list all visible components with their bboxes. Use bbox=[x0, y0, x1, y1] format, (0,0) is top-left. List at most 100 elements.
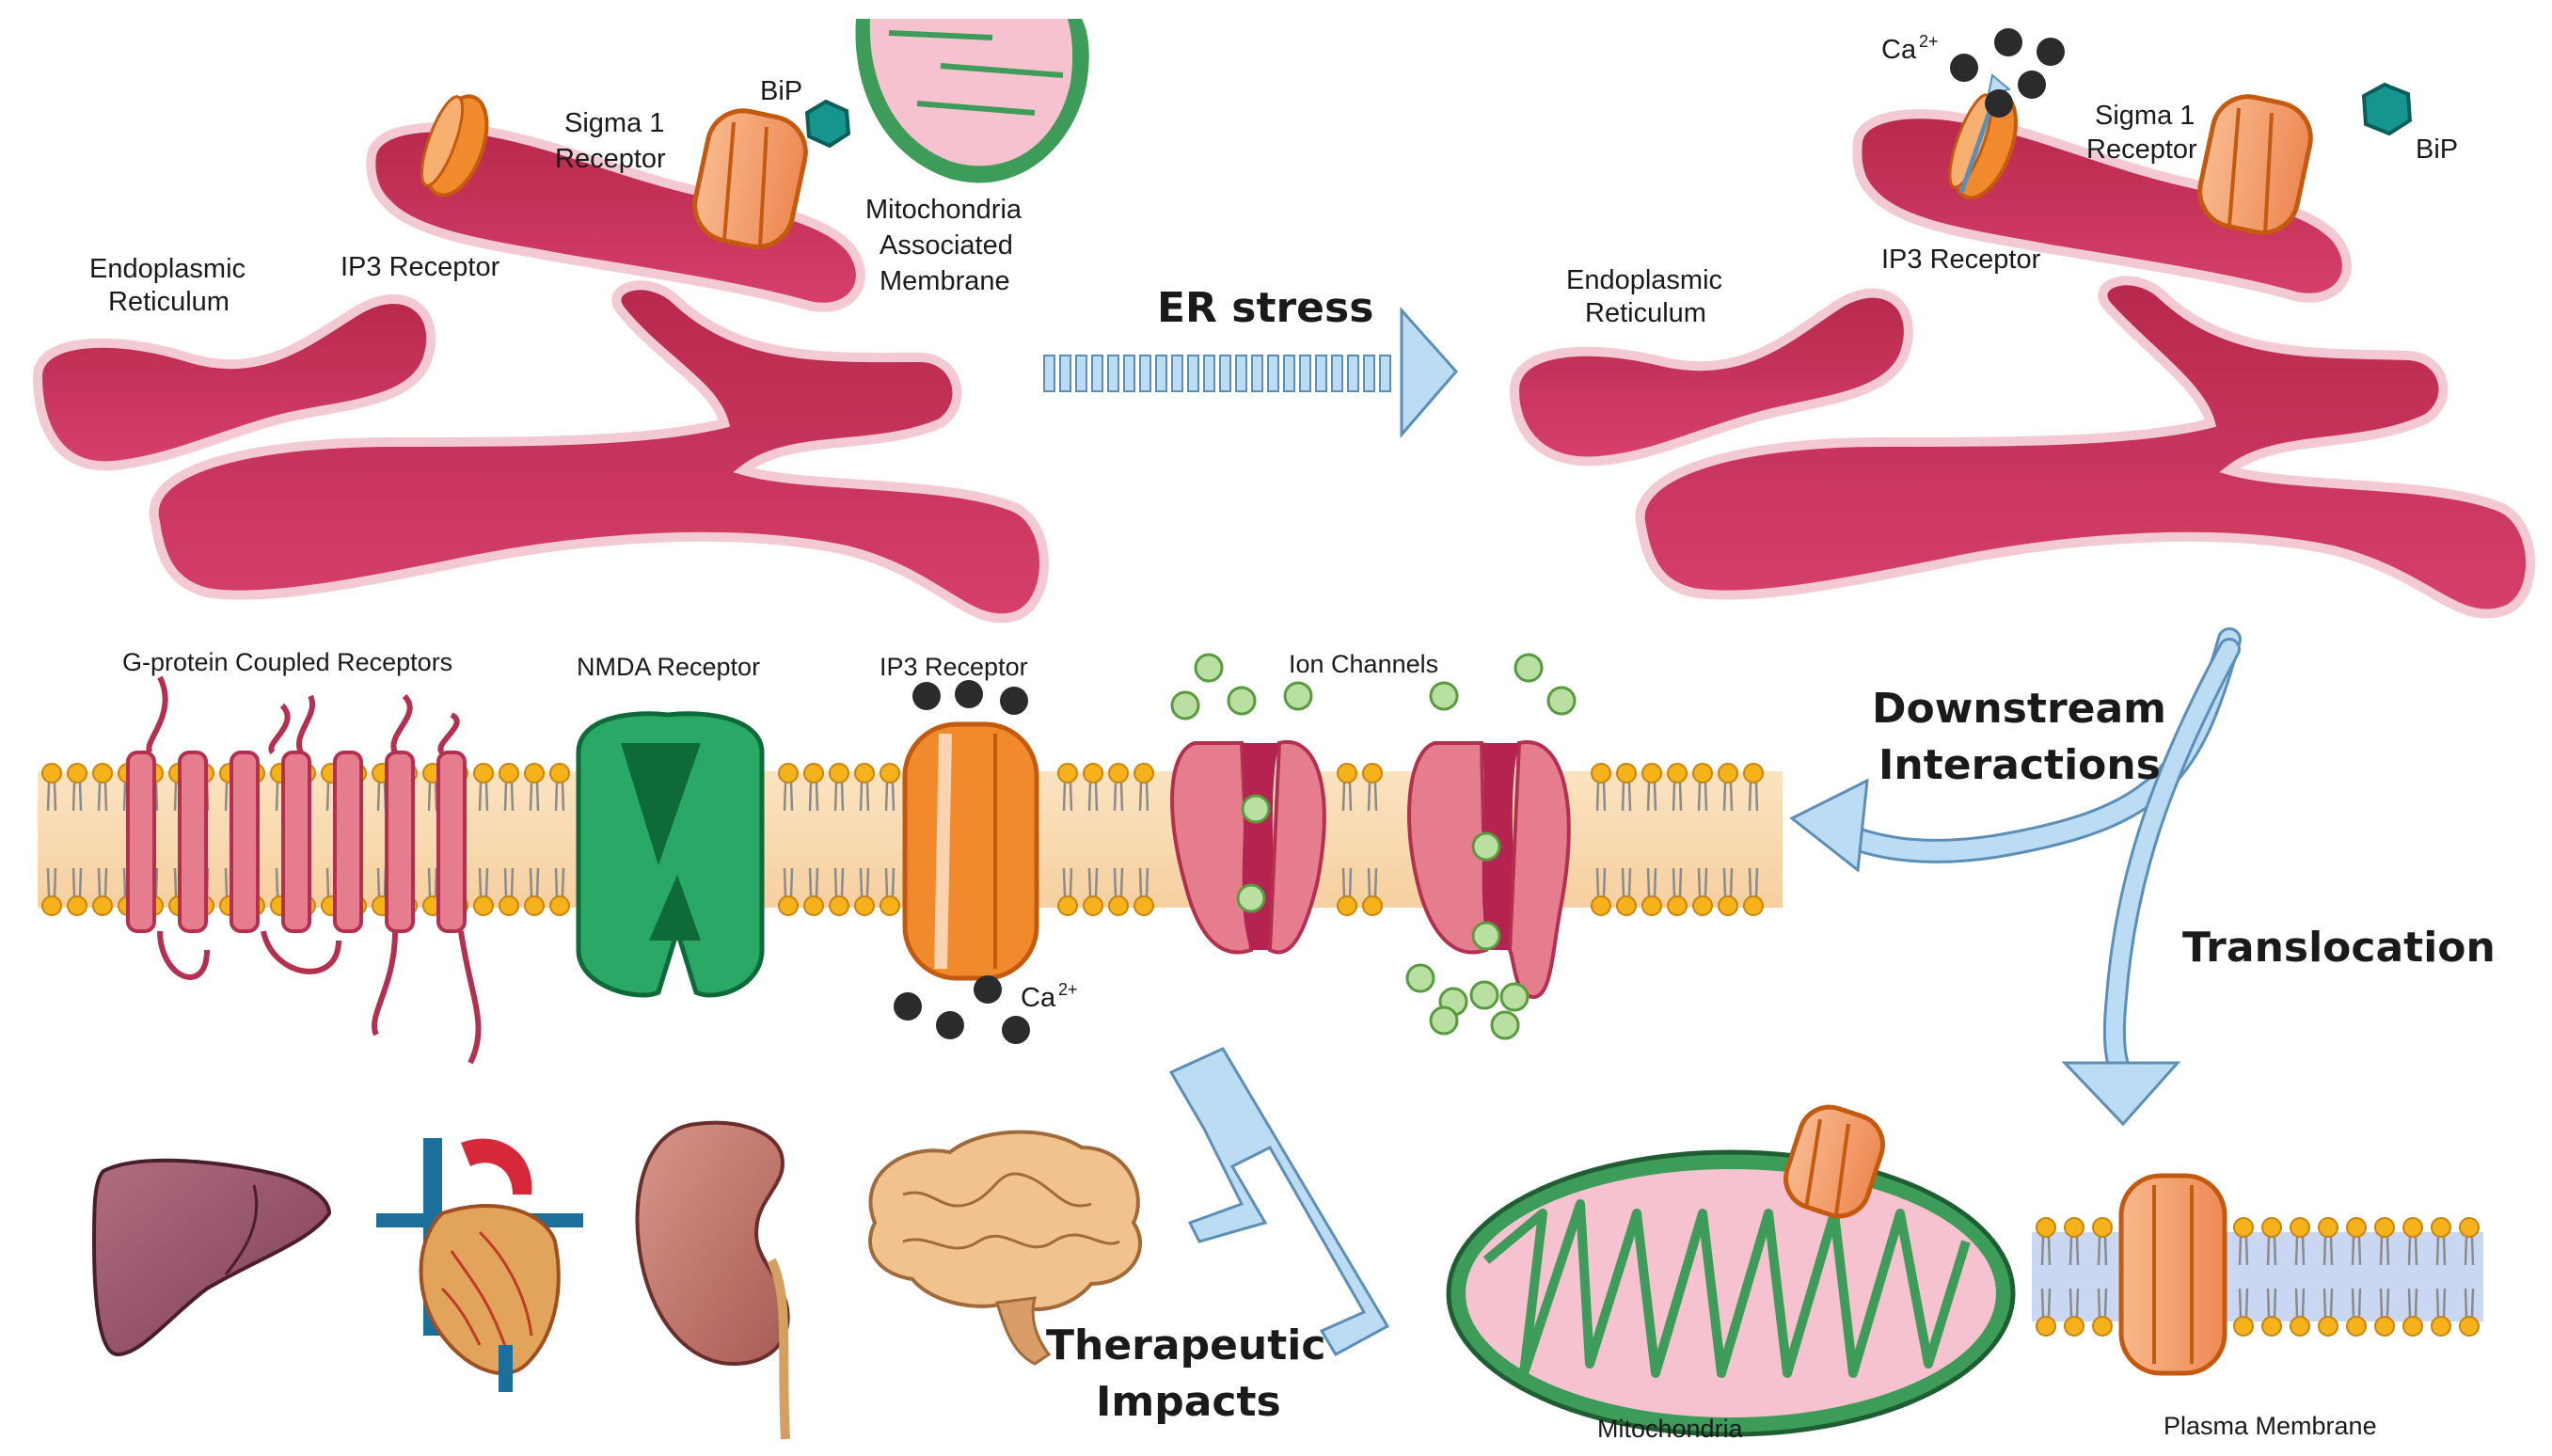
er-panel-right: Ca 2+ Sigma 1 Receptor BiP IP3 Receptor … bbox=[1509, 28, 2535, 619]
bip-label-left: BiP bbox=[760, 76, 802, 106]
ion-particle bbox=[1499, 982, 1530, 1012]
downstream-label-2: Interactions bbox=[1878, 741, 2161, 789]
ip3-label-membrane: IP3 Receptor bbox=[880, 653, 1028, 681]
therapeutic-label-1: Therapeutic bbox=[1046, 1321, 1325, 1369]
bip-hexagon-left bbox=[804, 99, 851, 149]
calcium-ion bbox=[1985, 89, 2013, 118]
er-label-left-2: Reticulum bbox=[108, 287, 230, 317]
ion-channels-label: Ion Channels bbox=[1289, 650, 1438, 678]
sigma1-label-left-1: Sigma 1 bbox=[564, 108, 664, 138]
sigma1-receptor-plasma bbox=[2118, 1173, 2227, 1376]
calcium-ion bbox=[2018, 71, 2046, 99]
ip3-receptor-left bbox=[420, 94, 489, 198]
er-tube-right-small bbox=[1509, 288, 1913, 467]
ip3-receptor-membrane bbox=[902, 721, 1039, 981]
calcium-ion bbox=[894, 992, 922, 1021]
downstream-label-1: Downstream bbox=[1872, 685, 2166, 733]
ion-particle bbox=[1405, 963, 1435, 993]
stripe-segment bbox=[1075, 355, 1087, 392]
gpcr-helix bbox=[178, 751, 208, 933]
mitochondria-target bbox=[1446, 1104, 2016, 1437]
stripe-segment bbox=[1139, 355, 1151, 392]
ion-particle bbox=[1429, 1005, 1459, 1036]
kidney-icon bbox=[635, 1120, 790, 1440]
calcium-ion bbox=[1994, 28, 2022, 56]
ion-channel-1 bbox=[1170, 739, 1326, 955]
calcium-label-right: Ca bbox=[1881, 35, 1917, 65]
mam-label-1: Mitochondria bbox=[865, 195, 1022, 225]
liver-icon bbox=[91, 1158, 332, 1357]
er-tube-left-small bbox=[32, 294, 436, 471]
therapeutic-arrow bbox=[1168, 1047, 1390, 1357]
plasma-membrane-label: Plasma Membrane bbox=[2164, 1412, 2377, 1440]
stripe-segment bbox=[1347, 355, 1359, 392]
calcium-charge-right: 2+ bbox=[1919, 32, 1939, 51]
gpcr-helix bbox=[385, 751, 415, 933]
stripe-segment bbox=[1363, 355, 1375, 392]
gpcr-helix bbox=[281, 751, 311, 933]
ip3-label-right: IP3 Receptor bbox=[1881, 245, 2041, 275]
nmda-label: NMDA Receptor bbox=[577, 653, 760, 681]
mam-mitochondria-left bbox=[855, 19, 1089, 183]
stripe-segment bbox=[1187, 355, 1199, 392]
ion-particle bbox=[1490, 1010, 1520, 1040]
sigma1-receptor-left bbox=[692, 108, 808, 249]
cell-membrane: G-protein Coupled Receptors NMDA Recepto… bbox=[38, 648, 1783, 1065]
calcium-ion bbox=[955, 680, 983, 708]
ion-particle bbox=[1469, 980, 1499, 1010]
ion-particle bbox=[1283, 681, 1313, 711]
calcium-ion bbox=[2037, 38, 2065, 66]
translocation-label: Translocation bbox=[2182, 924, 2496, 972]
stripe-segment bbox=[1299, 355, 1311, 392]
calcium-ions-right bbox=[1950, 28, 2065, 118]
ion-particle bbox=[1546, 686, 1577, 716]
stripe-segment bbox=[1171, 355, 1183, 392]
sigma1-label-right-2: Receptor bbox=[2086, 135, 2197, 165]
sigma1-receptor-right bbox=[2197, 94, 2313, 235]
calcium-ion bbox=[936, 1011, 964, 1039]
gpcr-receptor bbox=[126, 675, 482, 1065]
mam-label-3: Membrane bbox=[880, 266, 1010, 296]
calcium-ion bbox=[974, 975, 1002, 1004]
calcium-ion bbox=[1000, 687, 1028, 715]
calcium-charge-membrane: 2+ bbox=[1058, 980, 1078, 999]
heart-icon bbox=[376, 1138, 583, 1392]
ion-particles bbox=[1170, 653, 1577, 1040]
stripe-segment bbox=[1155, 355, 1167, 392]
er-tube-left-large bbox=[149, 280, 1049, 624]
stripe-segment bbox=[1219, 355, 1231, 392]
stripe-segment bbox=[1043, 355, 1055, 392]
nmda-receptor bbox=[576, 711, 765, 998]
stripe-segment bbox=[1315, 355, 1327, 392]
stripe-segment bbox=[1251, 355, 1263, 392]
stripe-segment bbox=[1283, 355, 1295, 392]
ion-particle bbox=[1241, 794, 1271, 824]
ion-particle bbox=[1227, 686, 1257, 716]
ion-particle bbox=[1471, 921, 1501, 951]
ion-particle bbox=[1236, 883, 1266, 913]
stripe-segment bbox=[1123, 355, 1135, 392]
calcium-ions-membrane bbox=[894, 680, 1030, 1044]
gpcr-helix bbox=[333, 751, 363, 933]
ion-channel-2 bbox=[1407, 740, 1571, 1000]
er-stress-label: ER stress bbox=[1157, 284, 1373, 332]
stripe-segment bbox=[1203, 355, 1215, 392]
translocation-arrow bbox=[2061, 638, 2241, 1127]
ip3-label-left: IP3 Receptor bbox=[341, 252, 500, 282]
er-stress-arrow-stripes bbox=[1043, 355, 1391, 392]
ion-particle bbox=[1471, 831, 1501, 862]
er-label-left-1: Endoplasmic bbox=[89, 254, 246, 284]
er-stress-arrow: ER stress bbox=[1043, 284, 1458, 439]
ion-particle bbox=[1170, 690, 1200, 720]
stripe-segment bbox=[1235, 355, 1247, 392]
mam-label-2: Associated bbox=[880, 230, 1013, 261]
calcium-ion bbox=[912, 682, 941, 710]
ion-particle bbox=[1429, 681, 1459, 711]
calcium-label-membrane: Ca bbox=[1021, 983, 1056, 1013]
sigma1-receptor-mito bbox=[1783, 1104, 1885, 1219]
gpcr-helix bbox=[230, 751, 260, 933]
calcium-ion bbox=[1002, 1016, 1030, 1044]
stripe-segment bbox=[1091, 355, 1103, 392]
